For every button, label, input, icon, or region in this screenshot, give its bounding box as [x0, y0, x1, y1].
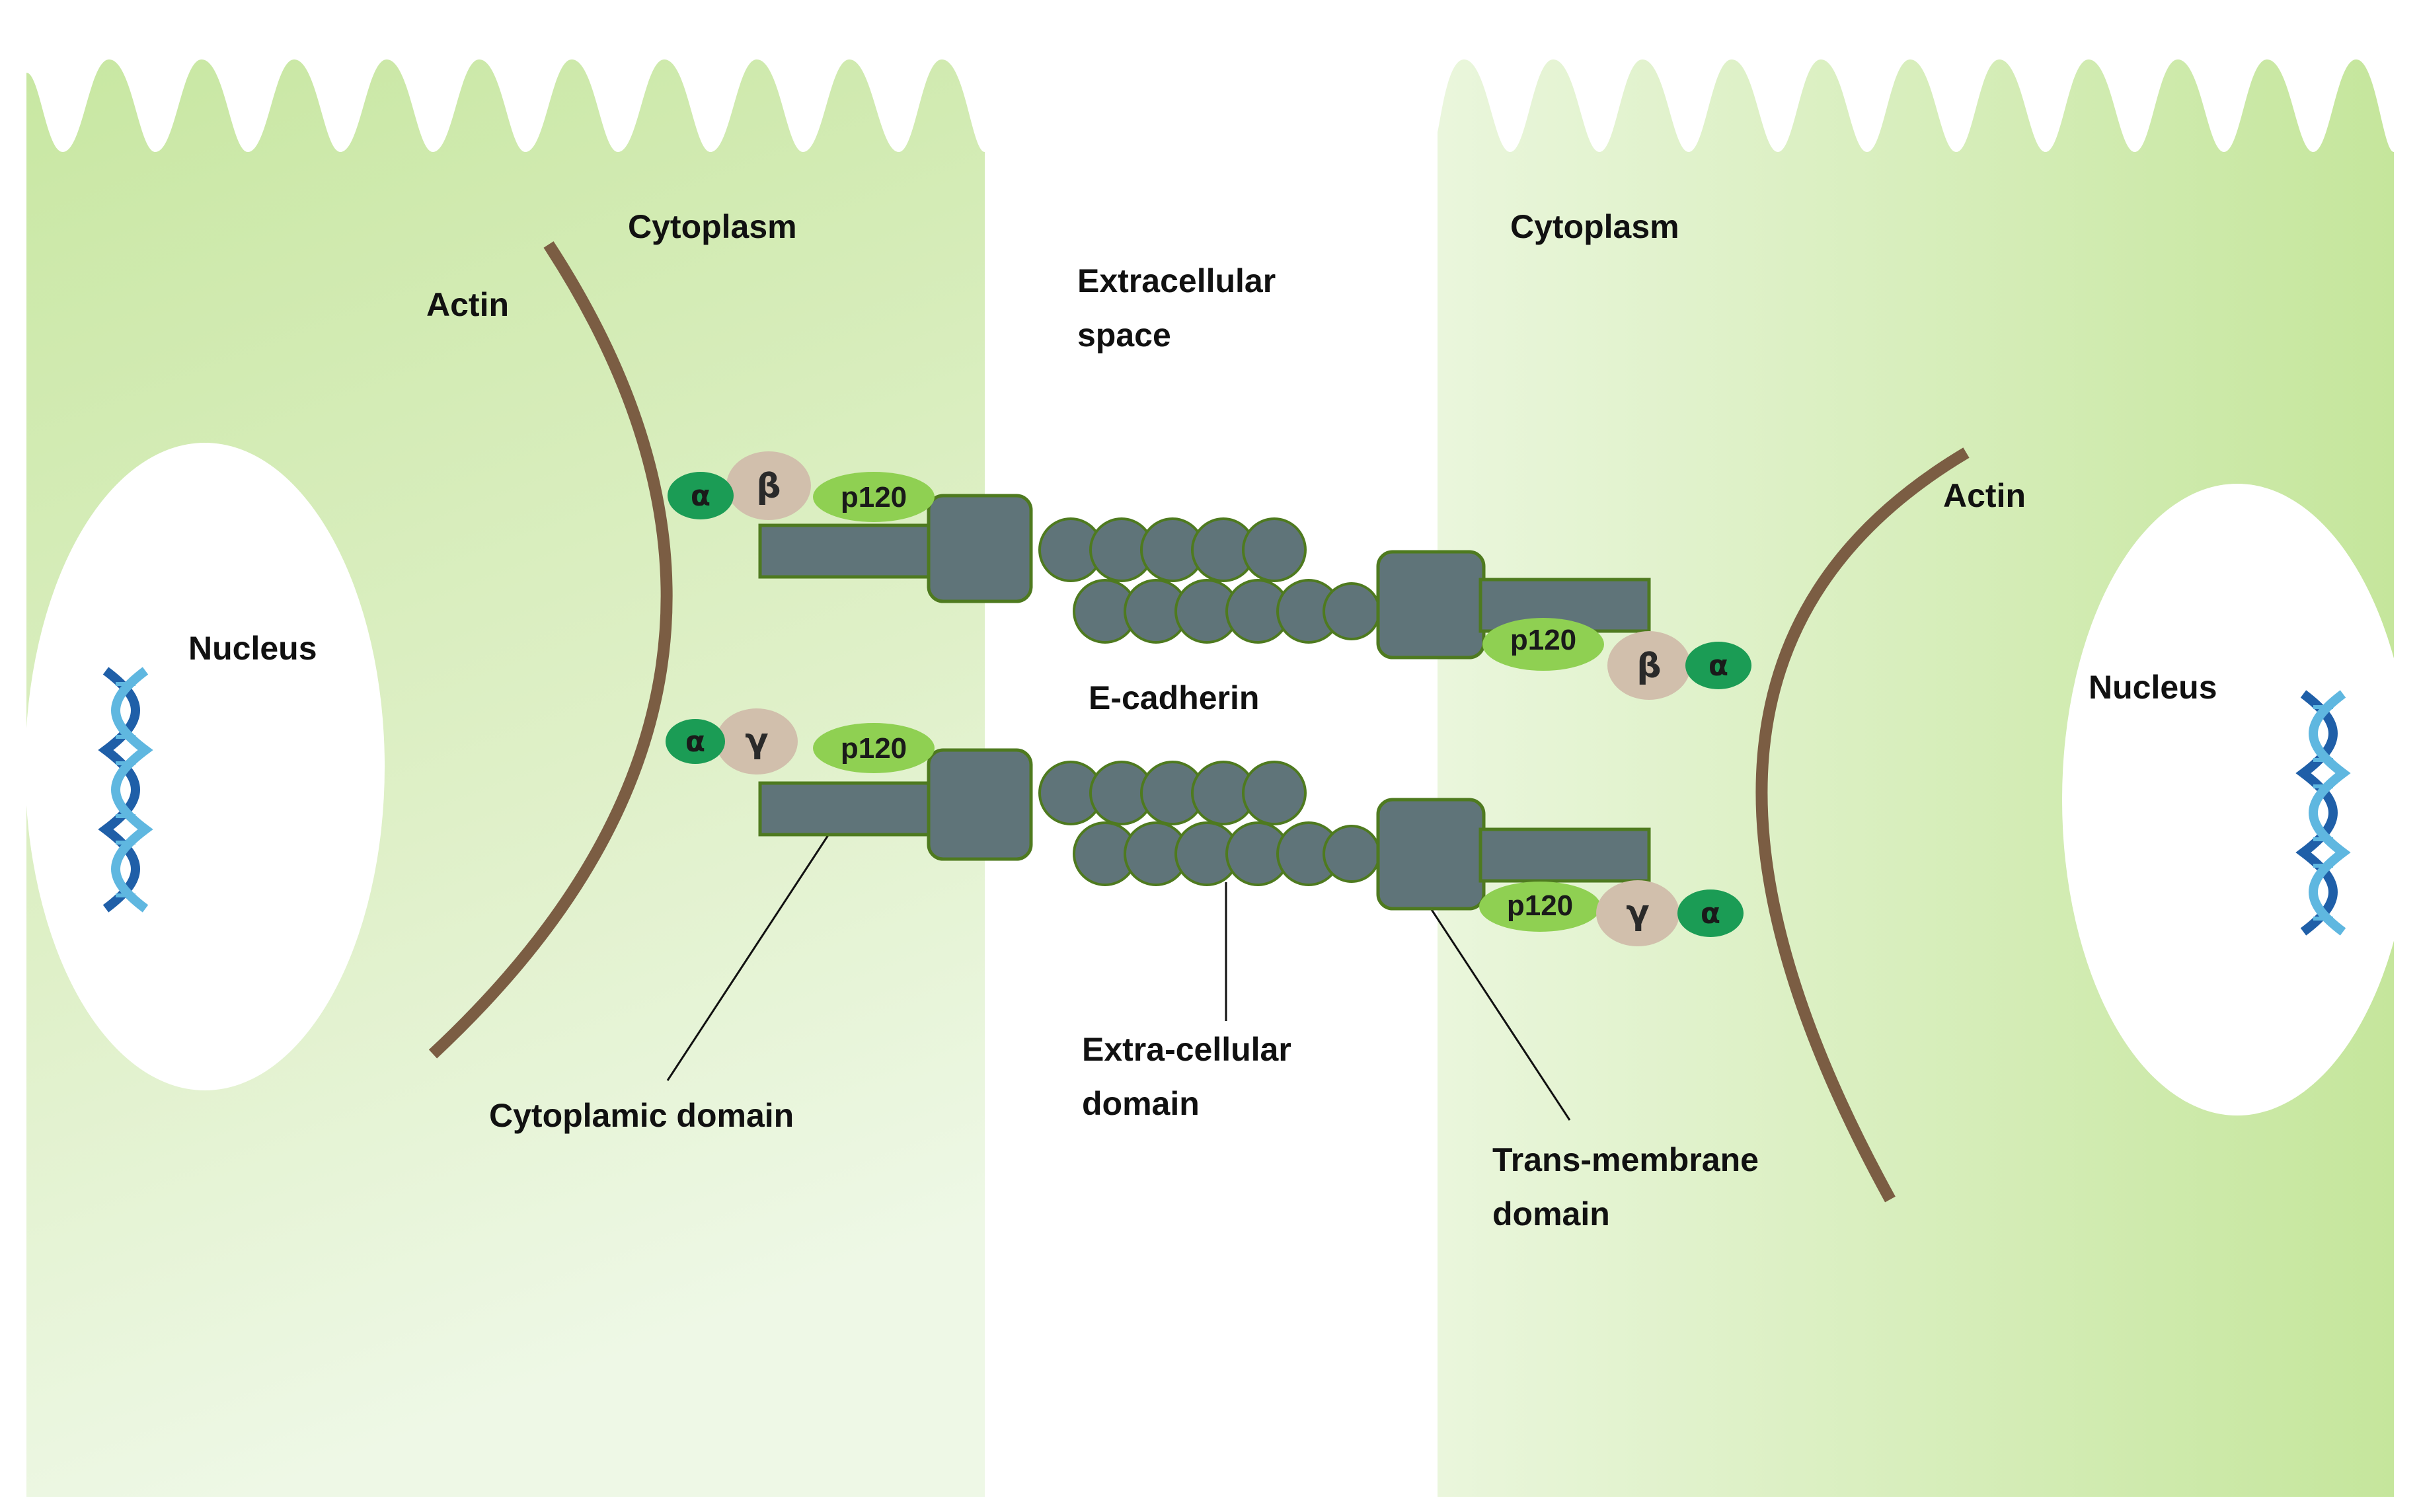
cytoplasmic-domain	[1478, 827, 1651, 883]
alpha-label: α	[685, 725, 705, 759]
left-nucleus-label: Nucleus	[188, 630, 317, 667]
left-cell	[26, 59, 985, 1497]
alpha-catenin	[1677, 889, 1744, 937]
p120-label: p120	[1507, 889, 1573, 922]
extracellular-space-label: Extracellular space	[1077, 262, 1285, 354]
beta-label: β	[756, 467, 781, 506]
right-actin-filament	[1755, 447, 1970, 1203]
cadherin-pair-upper	[758, 494, 1651, 660]
cytoplasmic-domain-label: Cytoplamic domain	[489, 1097, 794, 1134]
dna-helix-icon	[98, 667, 153, 913]
left-nucleus	[25, 443, 385, 1090]
ec-domain	[1323, 825, 1381, 883]
transmembrane-domain	[1376, 798, 1486, 911]
right-cytoplasm-label: Cytoplasm	[1510, 208, 1679, 245]
transmembrane-domain-line-2: domain	[1492, 1195, 1610, 1232]
alpha-label: α	[691, 479, 710, 513]
extracellular-domain-label: Extra-cellular domain	[1082, 1031, 1301, 1122]
p120-label: p120	[841, 481, 907, 513]
alpha-catenin	[668, 472, 734, 519]
cadherin-pair-lower	[758, 748, 1651, 911]
gamma-catenin	[716, 708, 798, 775]
beta-catenin	[726, 451, 811, 520]
extracellular-space-line-2: space	[1077, 317, 1171, 354]
transmembrane-domain	[927, 748, 1033, 861]
p120-protein	[813, 472, 935, 522]
alpha-catenin	[666, 719, 725, 764]
transmembrane-domain	[1376, 550, 1486, 660]
p120-protein	[1479, 882, 1601, 932]
ec-domain	[1242, 517, 1307, 582]
p120-label: p120	[1510, 624, 1576, 656]
transmembrane-domain-label: Trans-membrane domain	[1492, 1141, 1768, 1232]
extracellular-space-line-1: Extracellular	[1077, 262, 1276, 299]
extracellular-domain-line-2: domain	[1082, 1085, 1200, 1122]
right-nucleus-label: Nucleus	[2089, 669, 2217, 706]
cytoplasmic-domain-pointer	[666, 817, 841, 1081]
right-actin-label: Actin	[1943, 477, 2026, 514]
transmembrane-domain-pointer	[1430, 908, 1571, 1121]
gamma-label: γ	[745, 721, 768, 761]
right-nucleus	[2062, 484, 2412, 1115]
alpha-label: α	[1701, 897, 1720, 930]
beta-catenin	[1607, 631, 1691, 700]
p120-protein	[813, 723, 935, 773]
ecadherin-label: E-cadherin	[1089, 679, 1259, 716]
gamma-label: γ	[1626, 893, 1649, 932]
p120-protein	[1482, 618, 1604, 671]
alpha-label: α	[1709, 649, 1728, 683]
ec-domain	[1242, 761, 1307, 825]
cytoplasmic-domain	[758, 523, 934, 579]
left-actin-filament	[428, 241, 673, 1059]
dna-helix-icon	[2295, 690, 2351, 936]
extracellular-domain-line-1: Extra-cellular	[1082, 1031, 1291, 1068]
beta-label: β	[1636, 646, 1661, 686]
cytoplasmic-domain	[758, 781, 934, 837]
transmembrane-domain-line-1: Trans-membrane	[1492, 1141, 1759, 1178]
left-actin-label: Actin	[426, 286, 509, 323]
transmembrane-domain	[927, 494, 1033, 603]
right-cell	[1438, 59, 2394, 1497]
gamma-catenin	[1596, 880, 1679, 946]
alpha-catenin	[1685, 642, 1751, 689]
p120-label: p120	[841, 732, 907, 765]
left-cytoplasm-label: Cytoplasm	[628, 208, 797, 245]
ec-domain	[1323, 582, 1381, 640]
